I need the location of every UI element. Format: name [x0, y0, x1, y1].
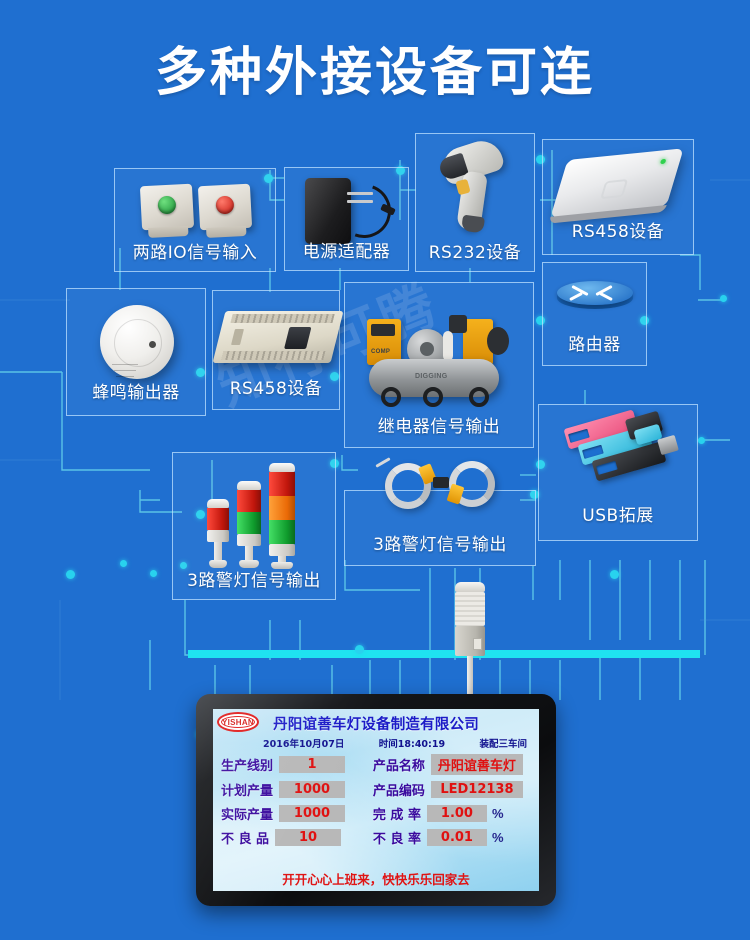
field-label: 不 良 率	[372, 832, 421, 847]
connector-dot	[196, 368, 205, 377]
standing-tower-lamp-icon	[455, 582, 485, 694]
card-tower-lamp[interactable]: 3路警灯信号输出	[172, 452, 336, 600]
field-value[interactable]: 10	[275, 829, 342, 846]
card-label: 两路IO信号输入	[132, 243, 258, 263]
field-row: 生产线别 1 产品名称 丹阳谊善车灯	[221, 754, 531, 775]
field-unit: %	[491, 806, 504, 821]
field-product-name: 产品名称 丹阳谊善车灯	[373, 754, 531, 775]
barcode-scanner-icon	[416, 135, 534, 236]
field-value[interactable]: 1	[279, 756, 346, 773]
field-value[interactable]: 1000	[279, 805, 346, 822]
field-value[interactable]: 丹阳谊善车灯	[430, 754, 523, 775]
card-label: 蜂鸣输出器	[92, 383, 180, 403]
connector-dot	[120, 560, 127, 567]
card-router[interactable]: 路由器	[542, 262, 647, 366]
power-adapter-icon	[285, 175, 408, 247]
usb-hub-icon	[539, 409, 697, 487]
field-label: 实际产量	[221, 808, 274, 823]
field-product-code: 产品编码 LED12138	[373, 780, 531, 799]
field-label: 产品编码	[372, 784, 425, 799]
field-defect-rate: 不 良 率 0.01 %	[373, 828, 531, 847]
card-label: RS232设备	[428, 243, 522, 263]
field-label: 完 成 率	[372, 808, 421, 823]
field-label: 生产线别	[221, 759, 274, 774]
workshop-text: 装配三车间	[479, 739, 527, 750]
card-io-input[interactable]: 两路IO信号输入	[114, 168, 276, 272]
card-label: RS458设备	[229, 379, 323, 399]
card-rs232[interactable]: RS232设备	[415, 133, 535, 272]
card-cable-output[interactable]: 3路警灯信号输出	[344, 457, 536, 566]
company-logo: YISHAN	[217, 712, 259, 732]
connector-dot	[66, 570, 75, 579]
tablet-screen[interactable]: YISHAN 丹阳谊善车灯设备制造有限公司 2016年10月07日 时间18:4…	[213, 709, 539, 891]
field-value[interactable]: 1.00	[426, 805, 487, 822]
connector-dot	[196, 510, 205, 519]
smoke-detector-icon	[67, 303, 205, 383]
connector-dot	[264, 174, 273, 183]
card-label: 3路警灯信号输出	[373, 535, 507, 555]
cable-coil-icon	[345, 455, 535, 517]
connector-dot	[180, 562, 187, 569]
screen-meta-row: 2016年10月07日 时间18:40:19 装配三车间	[219, 734, 533, 750]
connector-dot	[330, 459, 339, 468]
field-value[interactable]: 0.01	[426, 829, 487, 846]
logo-text: YISHAN	[221, 717, 255, 727]
field-label: 产品名称	[372, 759, 425, 774]
screen-footer-slogan: 开开心心上班来，快快乐乐回家去	[282, 872, 470, 887]
connector-dot	[330, 372, 339, 381]
connector-dot	[640, 316, 649, 325]
company-name: 丹阳谊善车灯设备制造有限公司	[273, 717, 479, 733]
time-text: 时间18:40:19	[378, 739, 446, 750]
connector-dot	[536, 460, 545, 469]
screen-header: YISHAN 丹阳谊善车灯设备制造有限公司 2016年10月07日 时间18:4…	[213, 709, 539, 750]
tablet-device[interactable]: YISHAN 丹阳谊善车灯设备制造有限公司 2016年10月07日 时间18:4…	[196, 694, 556, 906]
card-power-adapter[interactable]: 电源适配器	[284, 167, 409, 271]
plc-module-icon	[212, 305, 344, 371]
field-unit: %	[491, 830, 504, 845]
io-button-box-icon	[115, 179, 275, 237]
connector-dot	[396, 166, 405, 175]
connector-dot	[720, 295, 727, 302]
accent-bar	[188, 650, 700, 658]
card-usb-hub[interactable]: USB拓展	[538, 404, 698, 541]
connector-dot	[610, 570, 619, 579]
card-label: 3路警灯信号输出	[187, 571, 321, 591]
field-value[interactable]: 1000	[279, 781, 346, 798]
date-text: 2016年10月07日	[263, 739, 345, 750]
card-buzzer[interactable]: 蜂鸣输出器	[66, 288, 206, 416]
field-label: 计划产量	[221, 784, 274, 799]
card-label: 路由器	[568, 335, 621, 355]
field-planned-output: 计划产量 1000	[221, 780, 373, 799]
field-row: 计划产量 1000 产品编码 LED12138	[221, 780, 531, 799]
air-compressor-icon: COMP DIGGING	[345, 297, 533, 407]
connector-dot	[355, 645, 364, 654]
connector-dot	[536, 316, 545, 325]
page-title: 多种外接设备可连	[154, 43, 595, 103]
connector-dot	[530, 490, 539, 499]
card-label: 电源适配器	[302, 242, 391, 262]
connector-dot	[698, 437, 705, 444]
field-actual-output: 实际产量 1000	[221, 804, 373, 823]
field-defects: 不 良 品 10	[221, 828, 373, 847]
field-completion-rate: 完 成 率 1.00 %	[373, 804, 531, 823]
field-row: 实际产量 1000 完 成 率 1.00 %	[221, 804, 531, 823]
card-relay-output[interactable]: COMP DIGGING 继电器信号输出	[344, 282, 534, 448]
field-label: 不 良 品	[221, 832, 270, 847]
connector-dot	[150, 570, 157, 577]
rfid-reader-icon	[543, 148, 693, 218]
card-label: RS458设备	[571, 222, 665, 242]
connector-dot	[536, 155, 545, 164]
tower-lamp-icon	[173, 459, 335, 569]
card-label: 继电器信号输出	[377, 417, 501, 437]
card-rs458-plc[interactable]: RS458设备	[212, 290, 344, 410]
router-icon	[543, 275, 646, 325]
card-label: USB拓展	[582, 506, 654, 526]
field-value[interactable]: LED12138	[430, 781, 523, 798]
card-rs458-reader[interactable]: RS458设备	[542, 139, 694, 255]
production-fields: 生产线别 1 产品名称 丹阳谊善车灯 计划产量 1000 产品编码	[213, 750, 539, 847]
field-row: 不 良 品 10 不 良 率 0.01 %	[221, 828, 531, 847]
field-line-no: 生产线别 1	[221, 755, 373, 774]
